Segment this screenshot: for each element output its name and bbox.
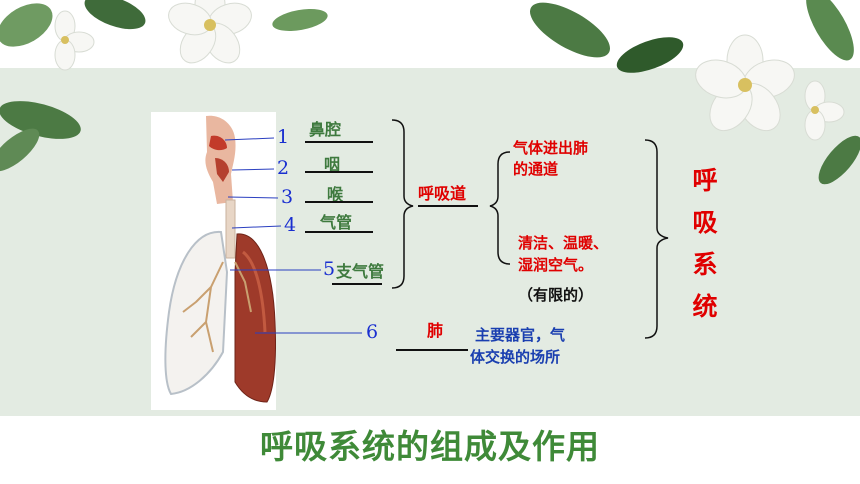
system-label: 呼 吸 系 统 — [690, 160, 720, 328]
tract-function-1-line-2: 的通道 — [513, 160, 559, 178]
system-char-4: 统 — [692, 292, 718, 321]
organ-number-5: 5 — [323, 258, 336, 280]
organ-number-6: 6 — [366, 321, 379, 343]
organ-number-1: 1 — [277, 126, 290, 148]
tract-limit-note: （有限的） — [518, 286, 594, 304]
underline-1 — [305, 141, 373, 143]
lung-function-line-1: 主要器官，气 — [475, 326, 566, 344]
organ-name-lung: 肺 — [427, 321, 444, 340]
organ-number-4: 4 — [284, 214, 297, 236]
respiratory-system-image — [164, 115, 277, 403]
underline-3 — [305, 201, 373, 203]
organ-number-2: 2 — [277, 157, 290, 179]
underline-4 — [305, 231, 373, 233]
organ-number-3: 3 — [281, 186, 294, 208]
tract-label: 呼吸道 — [418, 184, 467, 203]
page-title: 呼吸系统的组成及作用 — [260, 427, 600, 466]
underline-2 — [305, 171, 373, 173]
tract-function-2-line-2: 湿润空气。 — [518, 256, 594, 274]
organ-name-nasal-cavity: 鼻腔 — [309, 120, 342, 139]
tract-underline — [418, 205, 478, 207]
organ-name-trachea: 气管 — [320, 213, 353, 232]
underline-5 — [332, 283, 382, 285]
organ-name-larynx: 喉 — [327, 185, 344, 204]
system-char-2: 吸 — [692, 208, 718, 237]
organ-name-pharynx: 咽 — [324, 155, 341, 174]
underline-6 — [396, 349, 468, 351]
lung-function-line-2: 体交换的场所 — [470, 348, 561, 366]
respiratory-illustration — [151, 112, 277, 410]
flower-decoration-left — [0, 0, 328, 172]
system-char-1: 呼 — [692, 166, 718, 195]
flower-decoration-right — [530, 0, 860, 185]
organ-name-bronchus: 支气管 — [336, 262, 385, 281]
system-char-3: 系 — [692, 250, 718, 279]
tract-function-1-line-1: 气体进出肺 — [513, 139, 589, 157]
tract-function-2-line-1: 清洁、温暖、 — [518, 234, 609, 252]
